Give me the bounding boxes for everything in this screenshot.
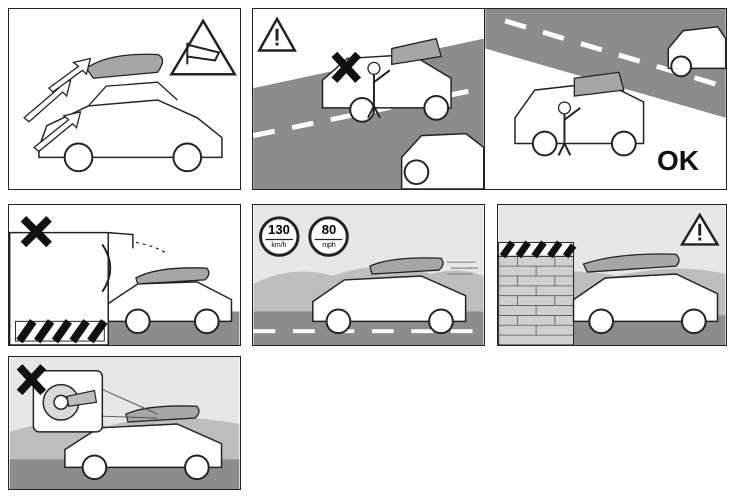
cross-icon	[16, 364, 47, 396]
warning-icon	[257, 16, 297, 52]
speed-sign-2-unit: mph	[322, 242, 336, 249]
speed-sign-1-value: 130	[268, 222, 290, 237]
panel-lock-key	[8, 356, 241, 490]
loading-curbside-illustration	[485, 9, 726, 157]
panel-car-wash	[8, 204, 241, 346]
panel-speed-limits: 130 km/h 80 mph	[252, 204, 485, 346]
panel-crosswind	[8, 8, 241, 190]
car-wash-illustration	[9, 216, 240, 345]
speed-sign-1-unit: km/h	[271, 242, 287, 249]
wind-sock-warning-icon	[169, 18, 237, 76]
lock-key-illustration	[9, 357, 240, 489]
speed-sign-2-value: 80	[321, 222, 337, 237]
loading-roadside-illustration	[253, 16, 484, 189]
crosswind-illustration	[23, 18, 237, 173]
warning-icon	[679, 212, 720, 246]
prohibited-cross-icon	[331, 51, 362, 83]
panel-loading-roadside	[252, 8, 485, 190]
ok-label: OK	[657, 145, 699, 176]
height-clearance-illustration	[498, 205, 726, 345]
cross-icon	[20, 216, 52, 248]
speed-limit-illustration	[253, 205, 484, 345]
panel-loading-curbside: OK	[484, 8, 727, 190]
panel-height-clearance	[497, 204, 727, 346]
